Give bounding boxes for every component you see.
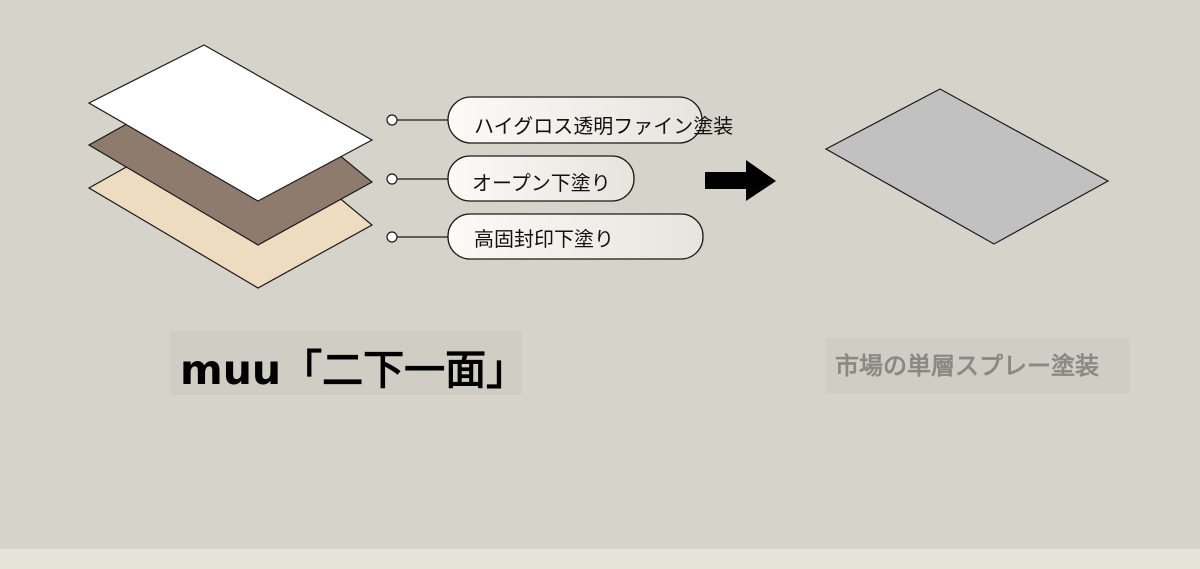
layer-sheet-top <box>87 44 374 202</box>
layer-leader-1 <box>386 114 448 126</box>
layer-label-3: 高固封印下塗り <box>474 227 614 251</box>
bottom-strip <box>0 549 1200 569</box>
right-caption: 市場の単層スプレー塗装 <box>835 352 1099 380</box>
layer-label-box-3 <box>447 213 704 260</box>
layer-label-1: ハイグロス透明ファイン塗装 <box>474 114 733 138</box>
left-title-box <box>170 331 522 395</box>
right-caption-box <box>826 338 1130 394</box>
layer-label-box-2 <box>447 155 635 202</box>
layer-label-box-1 <box>447 96 703 144</box>
single-layer-sheet <box>824 88 1110 245</box>
layer-label-2: オープン下塗り <box>472 171 611 195</box>
left-title: muu「二下一面」 <box>180 346 527 394</box>
arrow-right-icon <box>705 160 776 201</box>
layer-leader-3 <box>386 231 448 243</box>
layer-leader-2 <box>386 173 448 185</box>
